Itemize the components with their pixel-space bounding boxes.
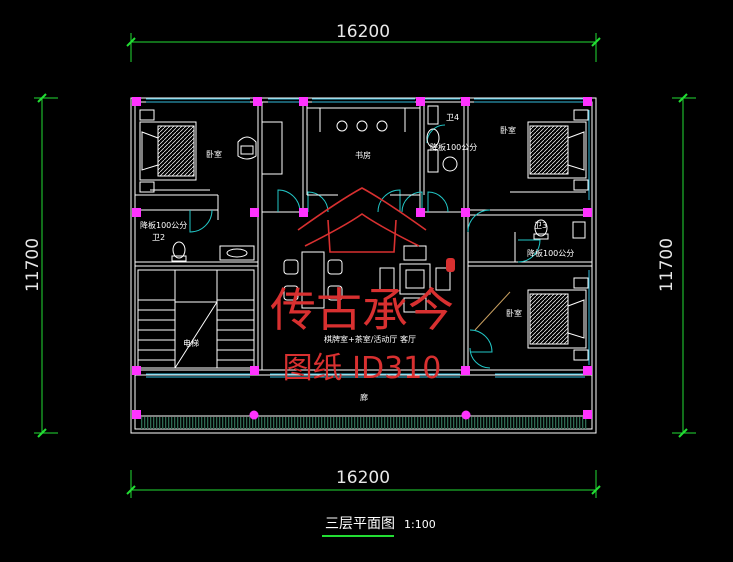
title-text: 三层平面图 xyxy=(325,516,395,532)
balcony-railing xyxy=(141,417,587,429)
dimension-left-label: 11700 xyxy=(23,238,43,292)
dimension-left: 11700 xyxy=(23,93,58,438)
walls xyxy=(130,97,597,434)
label-bedroom-e: 卧室 xyxy=(506,308,522,318)
windows xyxy=(146,98,590,378)
label-bedroom-ne: 卧室 xyxy=(500,125,516,135)
grip-markers xyxy=(132,97,592,420)
label-bath-w: 卫2 xyxy=(152,233,165,242)
watermark-code: 图纸 ID310 xyxy=(283,351,442,386)
doors xyxy=(189,124,541,369)
watermark: 传古承今 图纸 ID310 xyxy=(270,187,455,386)
dimension-right: 11700 xyxy=(657,93,696,438)
furniture-study xyxy=(307,107,420,196)
label-elevator: 电梯 xyxy=(183,338,199,348)
dimension-right-label: 11700 xyxy=(657,238,677,292)
label-balcony: 廊 xyxy=(360,392,368,402)
dimension-top: 16200 xyxy=(126,22,601,62)
label-drop-ne: 降板100公分 xyxy=(430,142,477,152)
dimension-bottom-label: 16200 xyxy=(336,468,390,488)
furniture-mahjong-table xyxy=(379,245,451,313)
fixtures-bath-w xyxy=(171,241,255,262)
label-drop-e: 降板100公分 xyxy=(527,248,574,258)
drawing-title: 三层平面图 1:100 xyxy=(322,516,436,537)
furniture-bed-nw xyxy=(139,109,210,193)
fixtures-bath-e xyxy=(533,219,586,240)
dimension-bottom: 16200 xyxy=(126,468,601,498)
room-labels: 卧室 书房 卫4 降板100公分 卧室 降板100公分 卫2 卫3 降板100公… xyxy=(140,113,574,402)
furniture-tea-table xyxy=(283,251,343,309)
label-study: 书房 xyxy=(355,150,371,160)
furniture-desk-study xyxy=(237,121,283,175)
furniture-bed-e xyxy=(474,277,589,361)
label-living: 棋牌室+茶室/活动厅 客厅 xyxy=(324,334,416,344)
stairs xyxy=(137,269,255,369)
label-drop-w: 降板100公分 xyxy=(140,220,187,230)
fixtures-bath-ne xyxy=(426,105,458,173)
watermark-roof-logo xyxy=(297,187,455,272)
title-scale: 1:100 xyxy=(404,518,436,531)
furniture-bed-ne xyxy=(510,109,589,193)
label-bath-e: 卫3 xyxy=(534,221,547,230)
watermark-brand: 传古承今 xyxy=(270,283,454,337)
label-bath-ne: 卫4 xyxy=(446,113,459,122)
dimension-top-label: 16200 xyxy=(336,22,390,42)
label-bedroom-nw: 卧室 xyxy=(206,149,222,159)
